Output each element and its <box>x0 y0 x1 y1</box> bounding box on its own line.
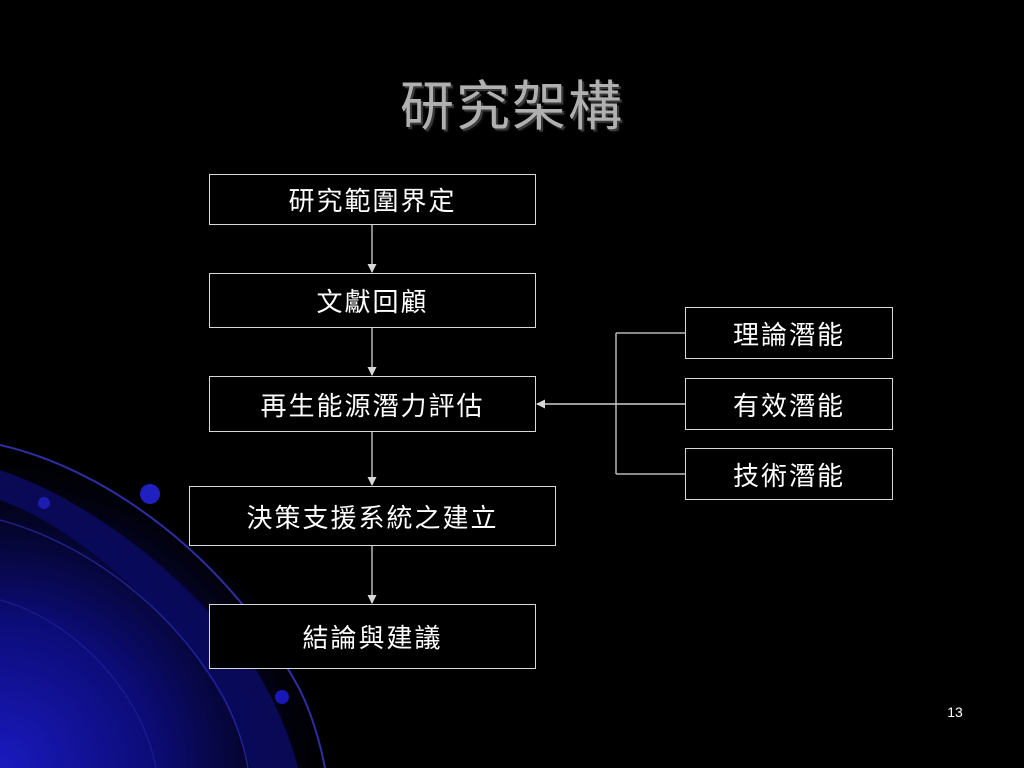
flow-box-label: 文獻回顧 <box>316 288 429 318</box>
page-number: 13 <box>947 704 963 720</box>
flow-box-label: 再生能源潛力評估 <box>260 391 485 422</box>
flow-box-potential-assessment: 再生能源潛力評估 <box>209 376 536 432</box>
swirl-arc-2 <box>0 519 249 768</box>
potential-box-technical: 技術潛能 <box>685 448 893 500</box>
potential-box-theoretical: 理論潛能 <box>685 307 893 359</box>
potential-box-label: 有效潛能 <box>732 391 845 422</box>
potential-box-label: 技術潛能 <box>732 461 845 492</box>
potential-box-effective: 有效潛能 <box>685 378 893 430</box>
flow-box-research-scope: 研究範圍界定 <box>209 174 536 225</box>
flow-box-literature-review: 文獻回顧 <box>209 273 536 328</box>
swirl-band <box>0 470 298 768</box>
flow-box-conclusion: 結論與建議 <box>209 604 536 669</box>
potential-box-label: 理論潛能 <box>732 320 845 351</box>
slide-title: 研究架構 <box>400 75 624 138</box>
swirl-dot-3 <box>275 690 289 704</box>
swirl-dot-1 <box>140 484 160 504</box>
flow-box-label: 研究範圍界定 <box>288 187 457 217</box>
swirl-dot-2 <box>38 497 50 509</box>
flow-box-label: 決策支援系統之建立 <box>246 503 499 534</box>
flow-box-label: 結論與建議 <box>302 624 443 654</box>
swirl-arc-3 <box>0 599 157 768</box>
flow-box-decision-support-system: 決策支援系統之建立 <box>189 486 556 546</box>
